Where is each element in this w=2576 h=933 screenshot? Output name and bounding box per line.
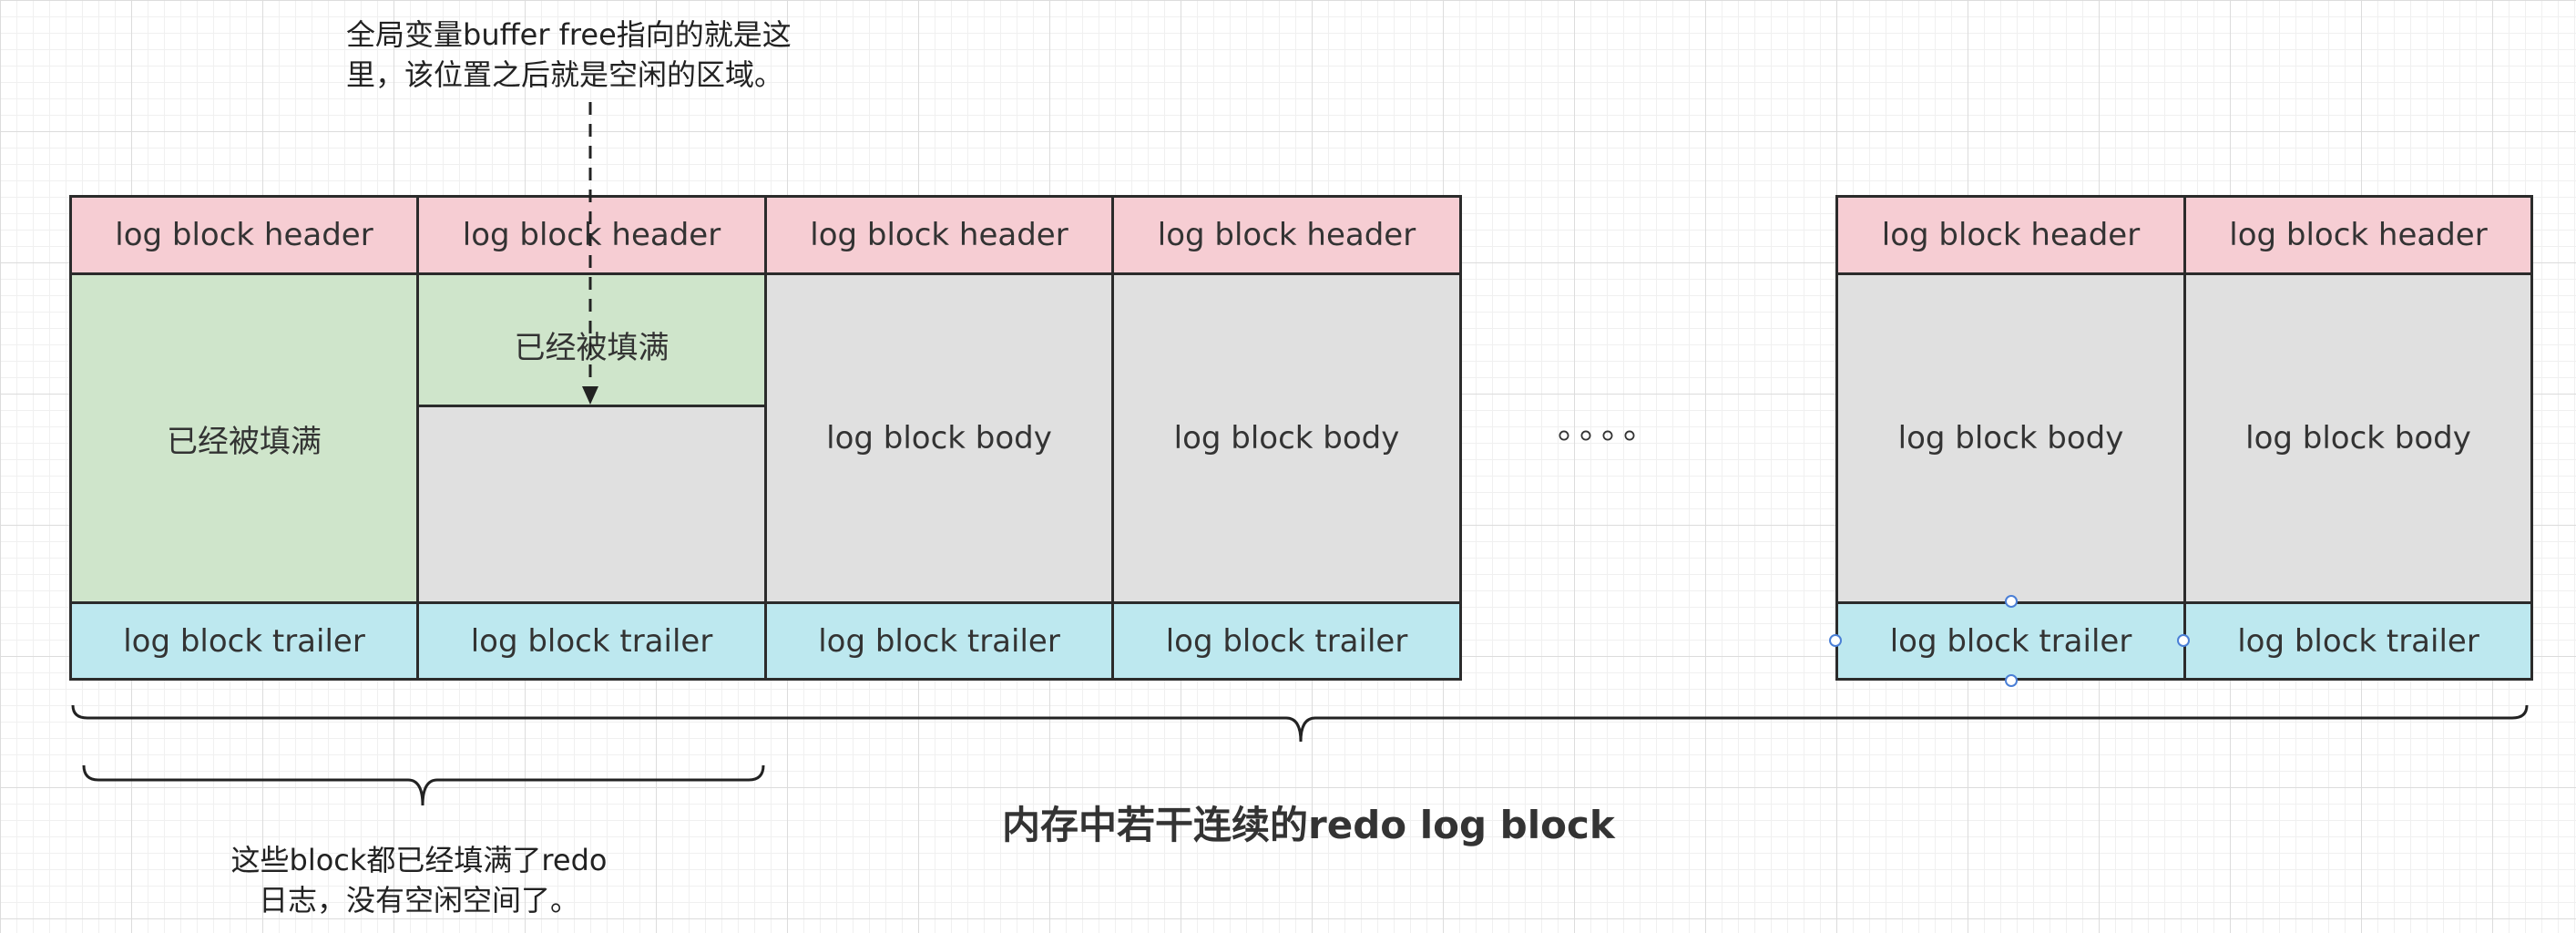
selection-handle-top[interactable] xyxy=(2005,595,2018,608)
block-1-filled-body: 已经被填满 xyxy=(69,272,419,604)
selection-handle-bottom[interactable] xyxy=(2005,674,2018,687)
buffer-free-arrow-head xyxy=(582,386,598,405)
block-6-header: log block header xyxy=(2183,195,2533,275)
buffer-free-note: 全局变量buffer free指向的就是这 里，该位置之后就是空闲的区域。 xyxy=(346,15,792,95)
full-blocks-note-line-2: 日志，没有空闲空间了。 xyxy=(258,883,579,918)
ellipsis-dots: 。。。。 xyxy=(1558,409,1662,446)
block-4-trailer: log block trailer xyxy=(1111,601,1462,681)
full-blocks-note: 这些block都已经填满了redo 日志，没有空闲空间了。 xyxy=(191,840,647,920)
block-5-body: log block body xyxy=(1835,272,2186,604)
buffer-free-note-line-2: 里，该位置之后就是空闲的区域。 xyxy=(346,57,784,92)
block-6-body: log block body xyxy=(2183,272,2533,604)
block-3-header: log block header xyxy=(764,195,1114,275)
selection-handle-right[interactable] xyxy=(2177,634,2190,647)
selection-handle-left[interactable] xyxy=(1829,634,1842,647)
block-3-trailer: log block trailer xyxy=(764,601,1114,681)
full-blocks-brace xyxy=(82,764,765,806)
block-3-body: log block body xyxy=(764,272,1114,604)
block-1-trailer: log block trailer xyxy=(69,601,419,681)
block-2-free-part xyxy=(416,405,767,604)
full-blocks-note-line-1: 这些block都已经填满了redo xyxy=(230,843,608,877)
diagram-title: 内存中若干连续的redo log block xyxy=(1002,803,1615,847)
all-blocks-brace xyxy=(71,704,2529,743)
block-4-header: log block header xyxy=(1111,195,1462,275)
block-5-header: log block header xyxy=(1835,195,2186,275)
buffer-free-note-line-1: 全局变量buffer free指向的就是这 xyxy=(346,17,792,52)
